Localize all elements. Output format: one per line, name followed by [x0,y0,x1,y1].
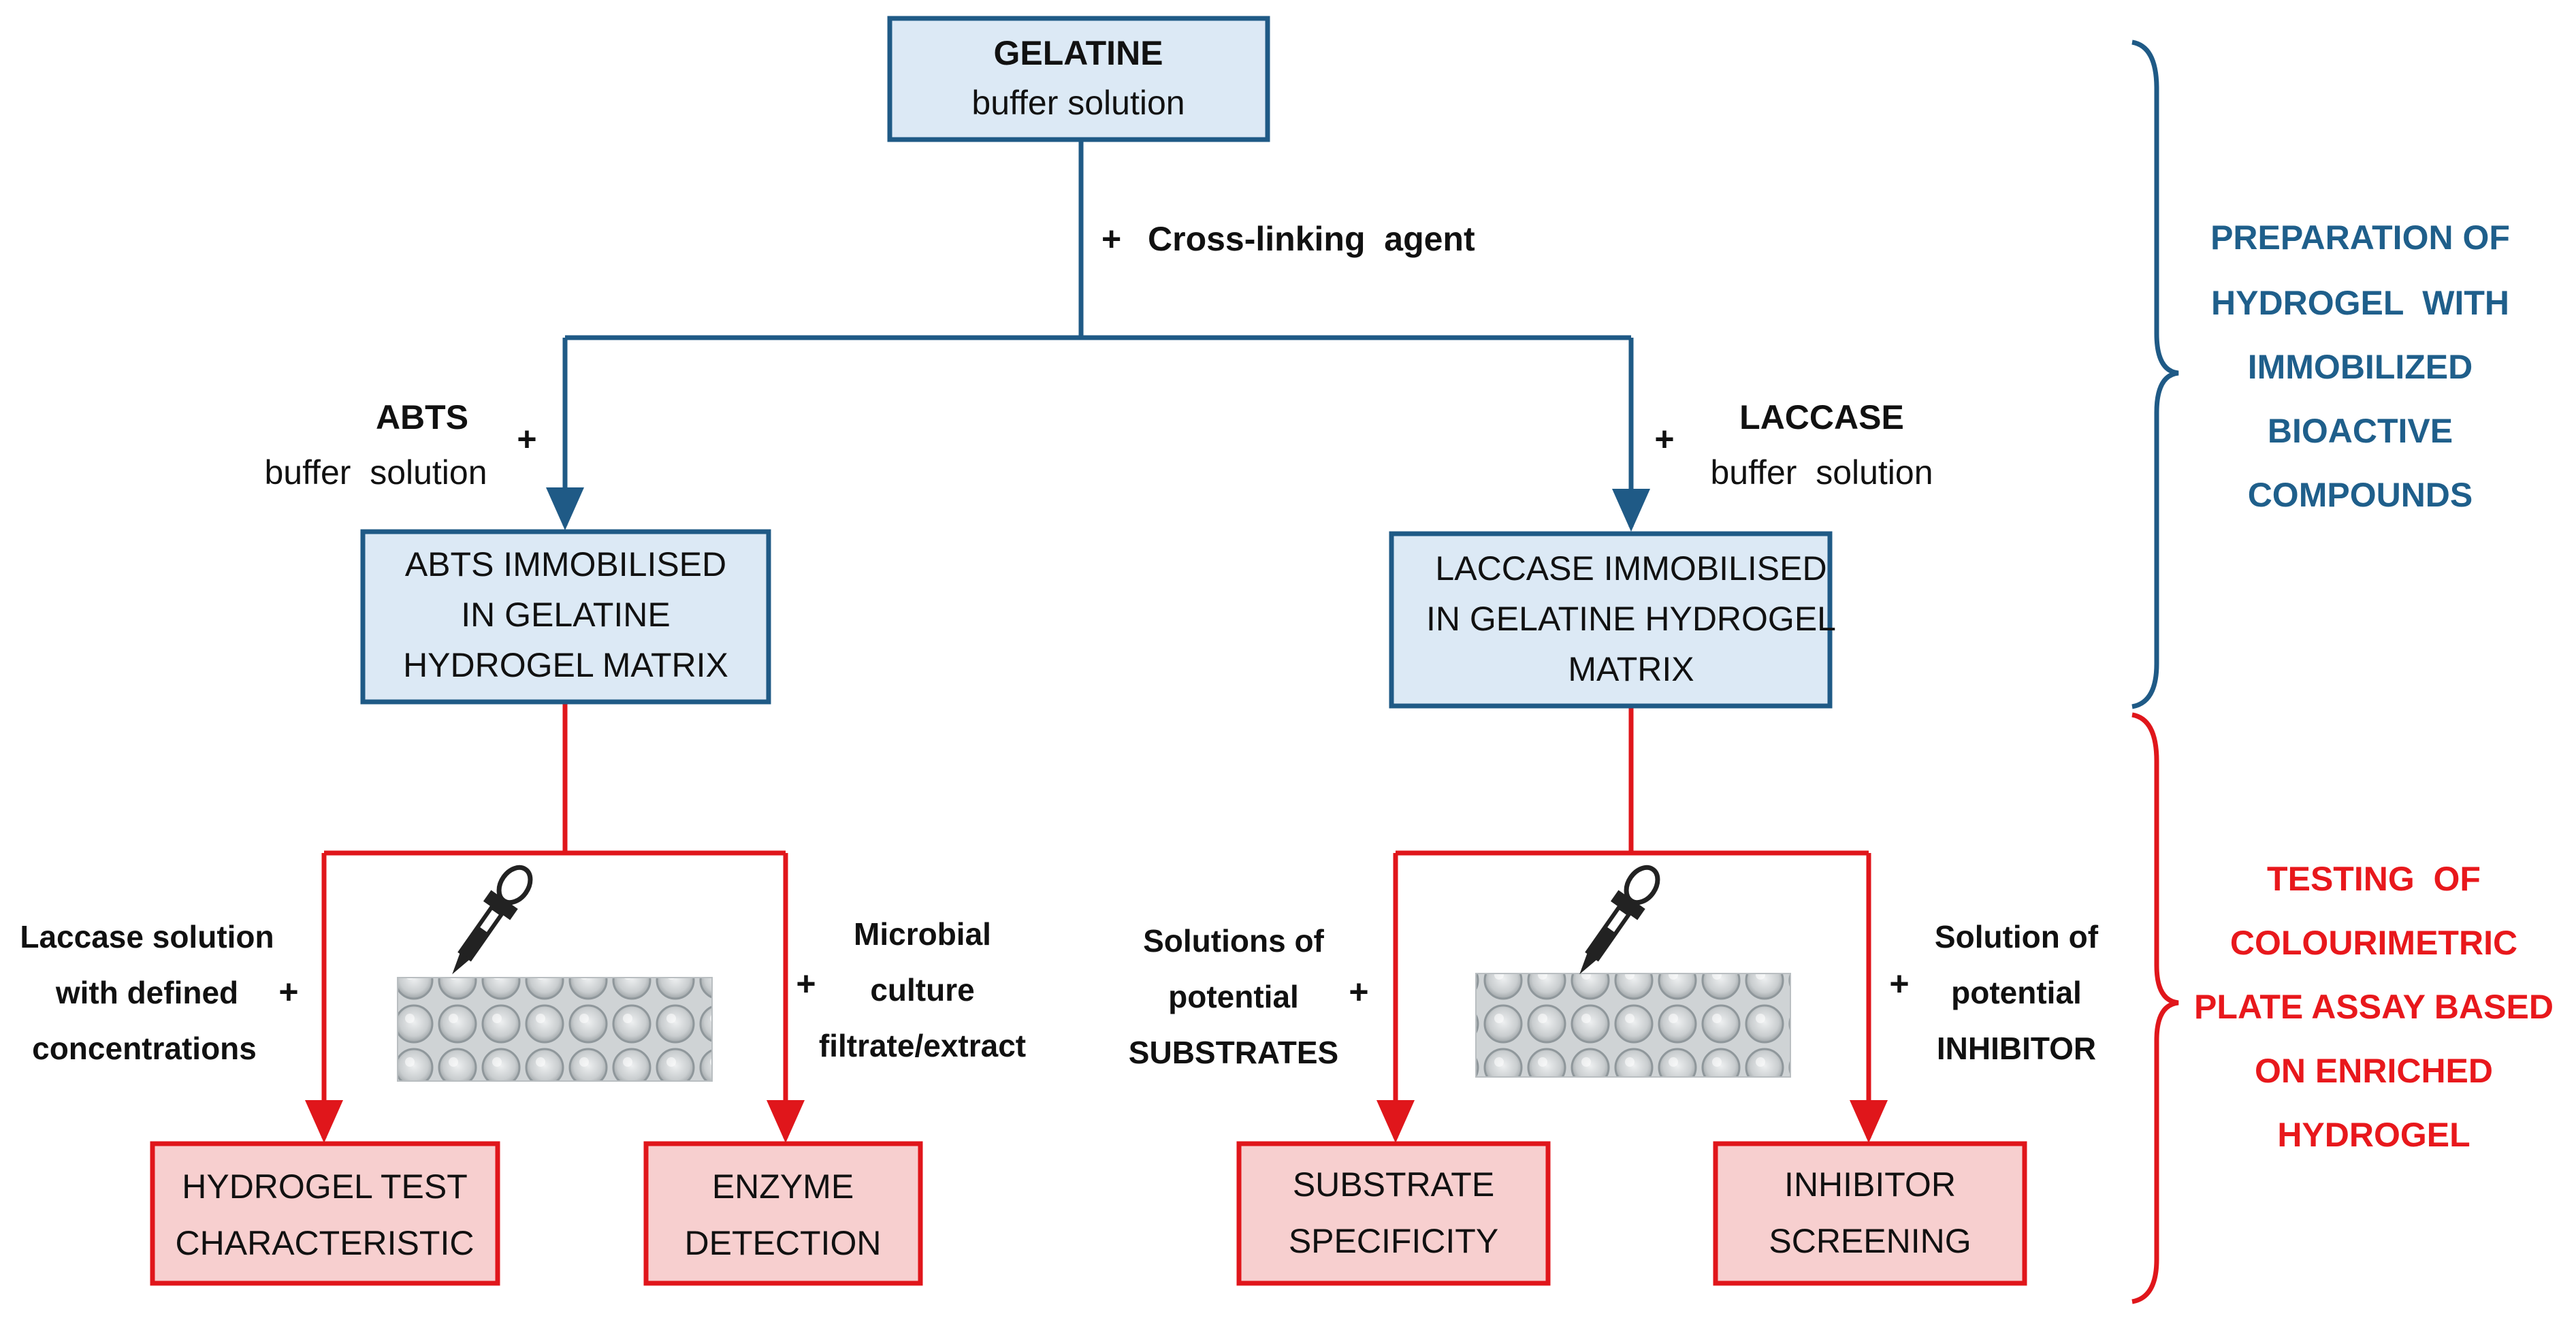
microbial-line-1: Microbial [854,916,991,952]
inhibitor-screening-line-1: INHIBITOR [1784,1165,1956,1204]
laccase-box-line-3: MATRIX [1568,650,1694,688]
microbial-plus: + [796,965,816,1003]
testing-line-1: TESTING OF [2267,860,2481,898]
abts-box-line-1: ABTS IMMOBILISED [405,545,726,583]
microbial-culture-label: Microbial culture filtrate/extract [819,916,1026,1063]
preparation-line-1: PREPARATION OF [2210,219,2510,257]
substrate-specificity-line-2: SPECIFICITY [1289,1222,1498,1260]
substrate-specificity-line-1: SUBSTRATE [1293,1165,1494,1204]
laccase-solution-plus: + [278,973,298,1011]
well-plate-right [1475,973,1791,1078]
laccase-box-line-1: LACCASE IMMOBILISED [1435,549,1826,587]
inhibitor-line-1: Solution of [1935,919,2099,954]
pipette-right-icon [1579,865,1660,975]
enzyme-detection-box: ENZYME DETECTION [643,1141,923,1286]
substrates-line-3: SUBSTRATES [1129,1035,1338,1070]
abts-reagent-sub: buffer solution [264,453,487,492]
testing-stage-label: TESTING OF COLOURIMETRIC PLATE ASSAY BAS… [2194,860,2554,1154]
hydrogel-test-line-2: CHARACTERISTIC [176,1224,474,1262]
inhibitor-label: Solution of potential INHIBITOR [1935,919,2099,1066]
laccase-box-line-2: IN GELATINE HYDROGEL [1426,600,1836,638]
preparation-line-4: BIOACTIVE [2268,412,2453,450]
preparation-line-2: HYDROGEL WITH [2211,284,2509,322]
laccase-solution-label: Laccase solution with defined concentrat… [20,919,274,1066]
substrate-specificity-box: SUBSTRATE SPECIFICITY [1236,1141,1551,1286]
microbial-line-2: culture [870,972,974,1008]
testing-line-2: COLOURIMETRIC [2230,924,2517,962]
pipette-left-icon [452,865,533,975]
enzyme-detection-line-2: DETECTION [685,1224,882,1262]
gelatine-subtitle: buffer solution [971,84,1185,122]
gelatine-box: GELATINE buffer solution [887,16,1270,142]
hydrogel-test-line-1: HYDROGEL TEST [182,1168,468,1206]
abts-box-line-2: IN GELATINE [461,596,670,634]
crosslink-plus: + [1101,220,1121,258]
substrates-line-2: potential [1168,979,1299,1014]
laccase-reagent-sub: buffer solution [1710,453,1933,492]
hydrogel-test-box: HYDROGEL TEST CHARACTERISTIC [150,1141,500,1286]
microbial-line-3: filtrate/extract [819,1028,1026,1063]
laccase-solution-line-2: with defined [55,975,238,1010]
well-plate-left [397,977,713,1082]
abts-box-line-3: HYDROGEL MATRIX [403,646,728,684]
preparation-line-5: COMPOUNDS [2248,476,2473,514]
laccase-immobilised-box: LACCASE IMMOBILISED IN GELATINE HYDROGEL… [1389,531,1836,709]
laccase-solution-line-3: concentrations [32,1031,257,1066]
substrates-label: Solutions of potential SUBSTRATES [1129,923,1338,1070]
inhibitor-screening-box: INHIBITOR SCREENING [1713,1141,2027,1286]
enzyme-detection-line-1: ENZYME [712,1168,854,1206]
abts-plus: + [517,420,536,458]
substrates-line-1: Solutions of [1143,923,1324,959]
laccase-solution-line-1: Laccase solution [20,919,274,954]
crosslink-label: Cross-linking agent [1148,220,1475,258]
preparation-stage-label: PREPARATION OF HYDROGEL WITH IMMOBILIZED… [2210,219,2510,514]
testing-line-5: HYDROGEL [2277,1116,2470,1154]
inhibitor-line-2: potential [1951,975,2082,1010]
testing-line-3: PLATE ASSAY BASED [2194,988,2554,1026]
inhibitor-screening-line-2: SCREENING [1769,1222,1971,1260]
inhibitor-line-3: INHIBITOR [1937,1031,2096,1066]
testing-connectors [305,704,1888,1143]
preparation-brace [2131,39,2179,709]
laccase-plus: + [1654,420,1674,458]
substrates-plus: + [1349,973,1368,1011]
gelatine-title: GELATINE [993,34,1163,72]
preparation-line-3: IMMOBILIZED [2248,348,2473,386]
testing-brace [2131,712,2179,1304]
inhibitor-plus: + [1889,965,1909,1003]
laccase-reagent-label: LACCASE [1739,398,1904,436]
abts-immobilised-box: ABTS IMMOBILISED IN GELATINE HYDROGEL MA… [360,529,771,705]
testing-line-4: ON ENRICHED [2255,1052,2493,1090]
preparation-connectors [546,142,1650,532]
abts-reagent-label: ABTS [376,398,468,436]
